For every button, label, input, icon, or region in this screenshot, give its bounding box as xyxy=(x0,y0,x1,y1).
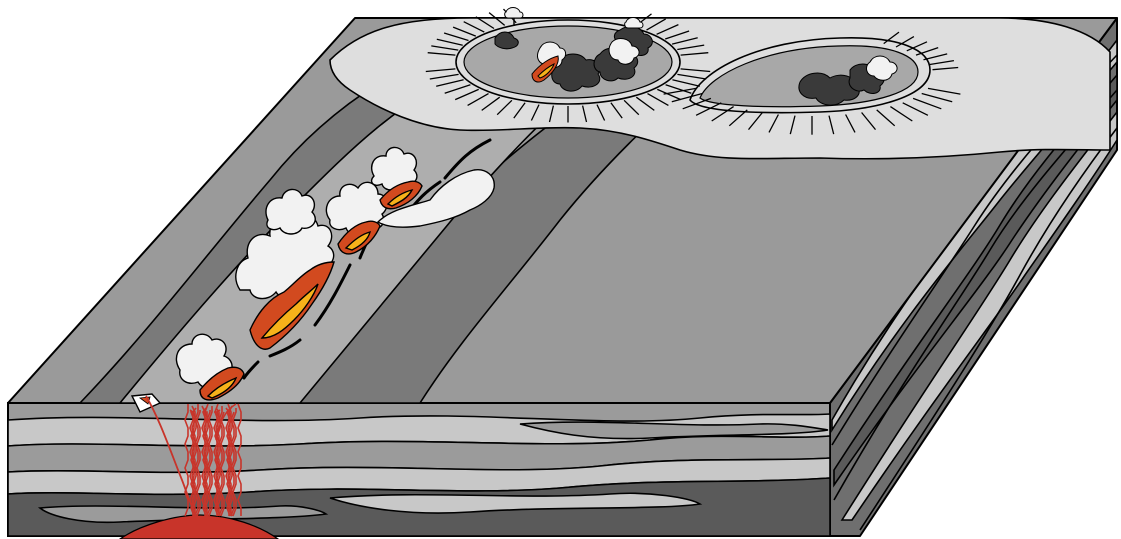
front-face xyxy=(8,403,830,536)
front-strata xyxy=(8,414,830,536)
eruption-puff xyxy=(505,8,523,19)
